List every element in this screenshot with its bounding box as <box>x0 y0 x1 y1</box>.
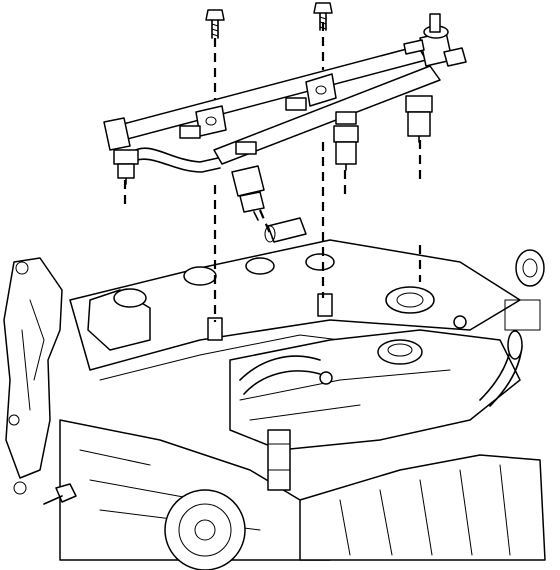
fuel-pressure-regulator <box>403 13 467 67</box>
injector-1 <box>113 149 139 185</box>
intake-manifold <box>69 239 521 381</box>
bolt-right-icon <box>313 2 333 31</box>
fuel-injector <box>113 95 433 243</box>
bolt-left-icon <box>205 9 225 39</box>
injector-3 <box>333 125 359 171</box>
injector-2 <box>231 165 265 221</box>
lower-bolt-icon <box>43 483 77 505</box>
fuel-rail <box>103 45 441 173</box>
exhaust-manifold <box>299 249 546 561</box>
rail-mounting-bolt <box>205 2 333 39</box>
injector-5 <box>264 217 307 243</box>
engine-block <box>3 257 331 570</box>
cylinder-head <box>229 315 521 491</box>
assembly-guide-lines <box>123 22 422 322</box>
injector-4 <box>405 95 433 143</box>
